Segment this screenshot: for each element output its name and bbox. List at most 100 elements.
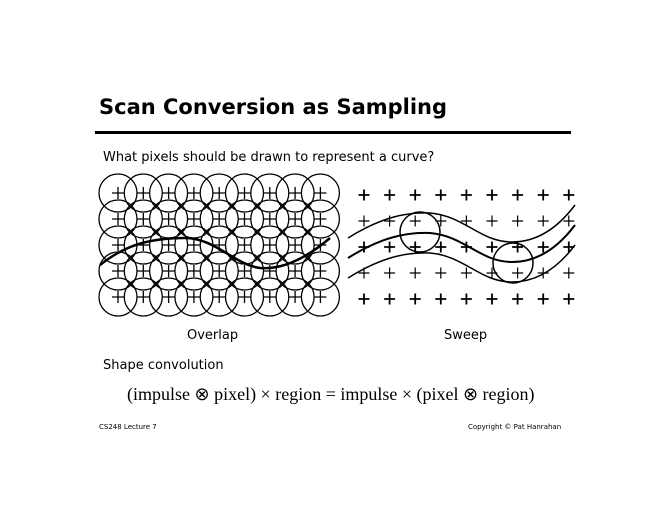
convolution-equation: (impulse ⊗ pixel) × region = impulse × (… [127,384,535,404]
sample-point [435,267,447,279]
pixel-footprint-circle [148,225,189,265]
pixel-footprint-circle [224,277,265,317]
pixel-footprint-circle [250,199,290,239]
sample-point [213,187,226,199]
sample-point [409,293,421,305]
curve [99,236,331,270]
pixel-footprint-circle [300,277,341,317]
sample-point [289,265,302,277]
pixel-footprint-circle [300,173,341,213]
sample-point [537,215,549,227]
pixel-footprint-circle [300,225,341,265]
pixel-footprint-circle [174,251,214,291]
sample-point [537,267,549,279]
pixel-footprint-circle [148,277,189,317]
pixel-footprint-circle [123,225,163,265]
title-rule [95,131,571,134]
pixel-footprint-circle [250,251,290,291]
sample-point [112,213,124,225]
question-text: What pixels should be drawn to represent… [103,150,435,165]
pixel-footprint-circle [224,173,265,213]
pixel-footprint-circle [123,277,163,317]
sample-point [187,239,200,251]
sample-point [263,239,276,251]
sample-point [537,241,549,253]
sample-point [238,213,251,225]
sample-point [238,291,251,303]
pixel-footprint-circle [300,251,341,291]
sample-point [137,265,150,277]
sample-point [384,189,396,201]
sample-point [384,215,396,227]
sample-point [213,291,226,303]
sample-point [537,189,549,201]
sample-point [263,213,276,225]
sample-point [314,187,327,199]
pixel-footprint-circle [399,211,441,253]
sample-point [409,189,421,201]
sample-point [512,189,524,201]
curve [347,224,576,264]
sample-point [460,189,472,201]
sample-point [460,267,472,279]
footer-right: Copyright © Pat Hanrahan [468,423,562,431]
pixel-footprint-circle [250,225,290,265]
pixel-footprint-circle [123,173,163,213]
sample-point [563,293,575,305]
sample-point [486,241,498,253]
sample-point [137,291,150,303]
sample-point [314,213,327,225]
sweep-diagram [347,189,576,305]
sample-point [112,187,124,199]
sample-point [384,241,396,253]
pixel-footprint-circle [250,277,290,317]
sample-point [537,293,549,305]
pixel-footprint-circle [174,173,214,213]
footer-left: CS248 Lecture 7 [99,423,157,431]
sample-point [358,189,370,201]
sample-point [187,213,200,225]
sample-point [112,265,124,277]
sample-point [358,215,370,227]
sample-point [409,215,421,227]
sample-point [162,239,175,251]
sample-point [384,267,396,279]
sample-point [563,267,575,279]
pixel-footprint-circle [123,251,163,291]
sample-point [289,187,302,199]
sample-point [137,187,150,199]
sweep-lower-boundary [347,244,576,283]
overlap-label: Overlap [187,328,239,343]
pixel-footprint-circle [98,277,138,317]
sample-point [289,239,302,251]
sample-point [486,189,498,201]
sample-point [384,293,396,305]
sample-point [512,293,524,305]
sample-point [238,265,251,277]
sample-point [314,265,327,277]
sample-point [213,213,226,225]
pixel-footprint-circle [199,251,239,291]
sweep-label: Sweep [444,328,488,343]
sample-point [187,265,200,277]
pixel-footprint-circle [199,173,239,213]
pixel-footprint-circle [148,251,189,291]
pixel-footprint-circle [148,173,189,213]
sample-point [112,239,124,251]
pixel-footprint-circle [275,251,315,291]
sample-point [213,265,226,277]
sample-point [435,241,447,253]
section-heading: Shape convolution [103,358,224,373]
pixel-footprint-circle [224,199,265,239]
sample-point [512,267,524,279]
pixel-footprint-circle [199,225,239,265]
pixel-footprint-circle [275,225,315,265]
sample-point [263,187,276,199]
sample-point [563,215,575,227]
sample-point [162,265,175,277]
sample-point [289,213,302,225]
pixel-footprint-circle [250,173,290,213]
pixel-footprint-circle [275,277,315,317]
